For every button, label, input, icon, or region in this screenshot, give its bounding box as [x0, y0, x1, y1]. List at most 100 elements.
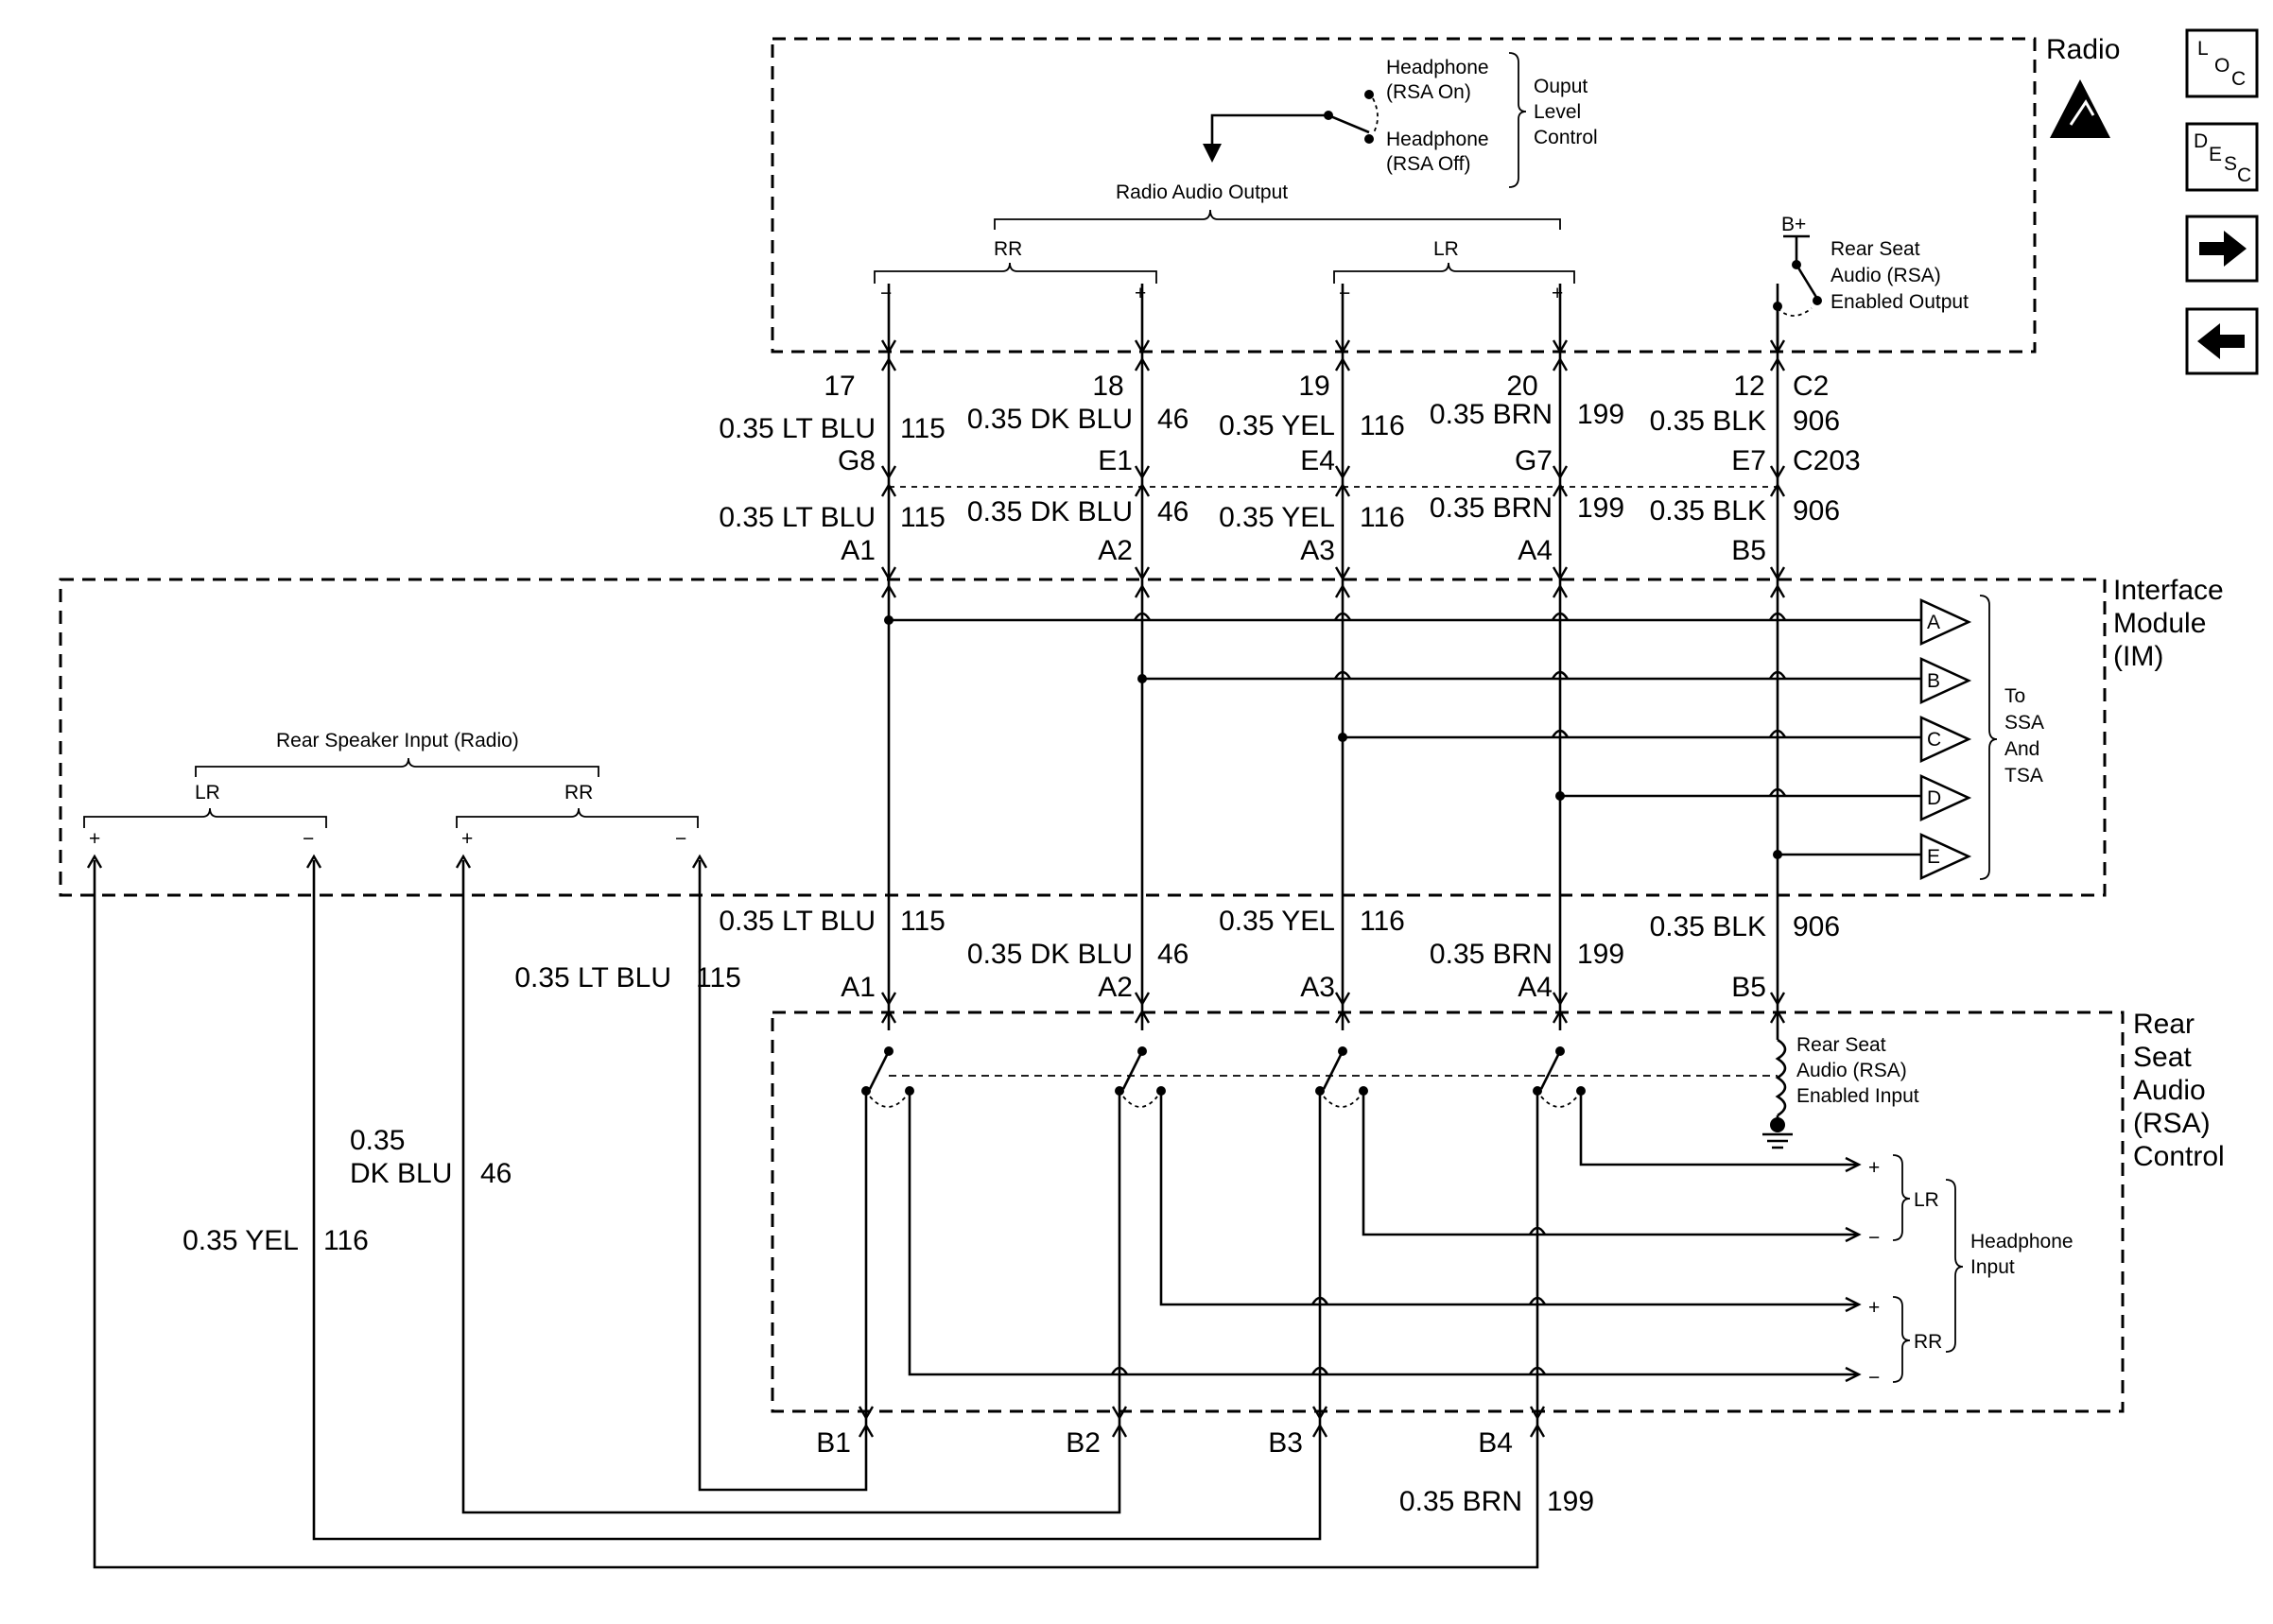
c203-upper-terminal-3-male: [1334, 482, 1351, 497]
wire4-circuit-lower: 199: [1577, 492, 1624, 524]
im-bus-2-crossover-3: [1333, 670, 1352, 680]
output-level-switch: [1203, 90, 1379, 163]
im-input-terminal-3-male: [1334, 583, 1351, 598]
rsa-pin-a2: A2: [1098, 972, 1133, 1003]
rsi-lr-brace: [83, 807, 327, 828]
lower-dk-blu-color-line2: DK BLU: [350, 1158, 452, 1189]
rsa-switch-arc-2: [1122, 1096, 1158, 1108]
wire2-color-mid: 0.35 DK BLU: [967, 939, 1133, 970]
rsi-rr-minus: −: [675, 828, 686, 850]
loc-button[interactable]: L O C: [2185, 28, 2259, 98]
hp-lr-brace: [1892, 1154, 1911, 1241]
rsa-switch-arc-3: [1323, 1096, 1361, 1108]
c203-pin-e7: E7: [1731, 445, 1766, 476]
arrow-right-icon: [2199, 231, 2247, 267]
rsa-headphone-3-crossover-3: [1310, 1296, 1329, 1305]
wire5-color-mid: 0.35 BLK: [1650, 911, 1766, 942]
im-bus-1-crossover-2: [1133, 612, 1152, 621]
c203-upper-terminal-2-female: [1134, 465, 1151, 480]
return-wire-3: [312, 860, 1322, 1541]
rsa-title-line2: Seat: [2133, 1042, 2192, 1073]
im-input-terminal-5-female: [1769, 566, 1786, 581]
prev-arrow-button[interactable]: [2185, 307, 2259, 375]
headphone-off-line2: (RSA Off): [1386, 153, 1470, 175]
rsa-headphone-4-crossover-2: [1110, 1366, 1129, 1375]
wire1-color-mid: 0.35 LT BLU: [719, 906, 876, 937]
rsa-headphone-arrow-1: [1845, 1156, 1862, 1173]
c2-pin-12: 12: [1733, 371, 1764, 402]
ground-icon: [1762, 1117, 1793, 1149]
desc-letter-d: D: [2194, 130, 2208, 152]
rsa-input-terminal-1-male: [880, 1009, 897, 1024]
im-output-c: C: [1927, 729, 1941, 751]
next-arrow-button[interactable]: [2185, 215, 2259, 283]
im-input-terminal-2-female: [1134, 566, 1151, 581]
lower-dk-blu-color-line1: 0.35: [350, 1125, 405, 1156]
radio-lr-brace: [1333, 262, 1575, 284]
c2-connector-name: C2: [1793, 371, 1829, 402]
rsa-output-terminal-1-female: [858, 1406, 875, 1421]
radio-lr-label: LR: [1433, 238, 1459, 260]
c2-pin-20: 20: [1506, 371, 1537, 402]
c203-connector-name: C203: [1793, 445, 1861, 476]
rsa-pin-b1: B1: [816, 1427, 851, 1459]
hp-lr-plus: +: [1868, 1157, 1880, 1179]
rsa-headphone-arrow-2: [1845, 1226, 1862, 1243]
c2-pin-terminal-4-female: [1552, 339, 1569, 354]
c203-pin-a2: A2: [1098, 535, 1133, 566]
c203-upper-terminal-4-male: [1552, 482, 1569, 497]
im-title-line1: Interface: [2113, 575, 2224, 606]
hp-rr-label: RR: [1914, 1331, 1942, 1353]
headphone-on-line1: Headphone: [1386, 57, 1489, 78]
c203-pin-a1: A1: [841, 535, 876, 566]
c2-pin-terminal-1-female: [880, 339, 897, 354]
rsa-enabled-input-line2: Audio (RSA): [1796, 1060, 1907, 1081]
rsa-pin-a4: A4: [1518, 972, 1553, 1003]
im-bus-3-crossover-4: [1551, 729, 1570, 738]
rsa-switch-blade-4: [1539, 1050, 1562, 1090]
c2-pin-terminal-3-male: [1334, 356, 1351, 371]
c2-pin-terminal-1-male: [880, 356, 897, 371]
c2-pin-terminal-5-male: [1769, 356, 1786, 371]
im-bus-junction-2: [1137, 674, 1147, 683]
c203-pin-b5: B5: [1731, 535, 1766, 566]
im-dest-line2: SSA: [2004, 712, 2044, 734]
c203-pin-e1: E1: [1098, 445, 1133, 476]
desc-letter-c: C: [2237, 164, 2251, 186]
radio-rr-brace: [874, 262, 1157, 284]
rsa-enabled-output-line3: Enabled Output: [1831, 291, 1969, 313]
rsa-switch-arc-4: [1540, 1096, 1578, 1108]
rsa-input-terminal-3-male: [1334, 1009, 1351, 1024]
wire2-circuit-lower: 46: [1157, 496, 1189, 527]
wire1-circuit-lower: 115: [900, 502, 946, 533]
rsi-terminal-arrow-2: [455, 854, 472, 869]
desc-button[interactable]: D E S C: [2185, 122, 2259, 192]
output-level-brace: [1508, 52, 1527, 188]
wire5-color-lower: 0.35 BLK: [1650, 495, 1766, 527]
lower-yel-color: 0.35 YEL: [182, 1225, 299, 1256]
wire2-circuit-upper: 46: [1157, 404, 1189, 435]
lower-brn-color: 0.35 BRN: [1399, 1486, 1522, 1517]
rsi-terminal-arrow-3: [305, 854, 322, 869]
im-bus-1-crossover-5: [1768, 612, 1787, 621]
c2-pin-terminal-2-female: [1134, 339, 1151, 354]
rsa-input-terminal-2-male: [1134, 1009, 1151, 1024]
rsa-title-line4: (RSA): [2133, 1108, 2211, 1139]
c2-pin-18: 18: [1092, 371, 1123, 402]
im-dest-line3: And: [2004, 738, 2039, 760]
rsa-headphone-arrow-4: [1845, 1366, 1862, 1383]
im-input-terminal-1-female: [880, 566, 897, 581]
rsi-rr-brace: [456, 807, 699, 828]
c203-upper-terminal-5-female: [1769, 465, 1786, 480]
hp-input-brace: [1945, 1179, 1964, 1353]
return-wire-4: [93, 860, 1539, 1569]
c203-pin-g7: G7: [1515, 445, 1553, 476]
im-output-d: D: [1927, 787, 1941, 809]
im-bus-junction-4: [1555, 791, 1565, 801]
rsa-input-terminal-5-female: [1769, 992, 1786, 1007]
rear-speaker-input-title: Rear Speaker Input (Radio): [276, 730, 519, 752]
radio-lr-minus: −: [1339, 283, 1350, 304]
wire1-circuit-mid: 115: [900, 906, 946, 937]
im-bus-4-crossover-5: [1768, 787, 1787, 797]
rsa-pin-b2: B2: [1066, 1427, 1101, 1459]
